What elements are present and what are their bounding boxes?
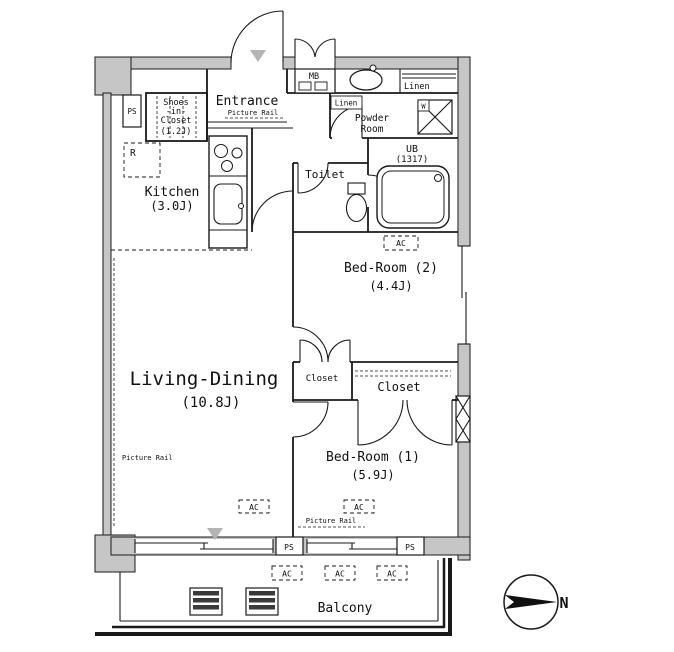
outer-walls	[94, 56, 471, 573]
ac-label: AC	[282, 570, 292, 579]
ac-label: AC	[387, 570, 397, 579]
unit-bath-size: (1317)	[396, 155, 429, 165]
ac-label: AC	[396, 239, 406, 248]
bedroom2-label: Bed-Room (2)	[344, 261, 438, 276]
hall-door-arc	[251, 190, 294, 233]
window-bedroom2-east	[458, 245, 470, 345]
shoes-closet-size: (1.2J)	[161, 127, 192, 137]
kitchen-label: Kitchen	[145, 185, 200, 200]
unit-bath-label: UB	[406, 144, 418, 155]
linen-upper-label: Linen	[404, 82, 430, 92]
bathtub-icon	[376, 165, 450, 229]
shoes-closet-label-2: -in-	[166, 107, 186, 117]
pipe-space-bottom-2: PS	[396, 536, 425, 556]
closet-small-doors	[299, 339, 351, 363]
kitchen-size: (3.0J)	[150, 199, 193, 213]
stove-icon	[214, 144, 243, 172]
ac-label: AC	[354, 503, 364, 512]
evacuation-hatch-1	[189, 587, 223, 616]
refrigerator-label: R	[130, 148, 136, 159]
picture-rail-label-living: Picture Rail	[122, 454, 173, 462]
entrance-label: Entrance	[216, 94, 279, 109]
meter-box-fixture	[294, 68, 336, 94]
window-living-balcony	[134, 539, 274, 553]
bedroom1-size: (5.9J)	[351, 468, 394, 482]
toilet-icon	[345, 182, 368, 223]
picture-rail-label-entrance: Picture Rail	[228, 109, 279, 117]
ac-label: AC	[249, 503, 259, 512]
room-labels: Entrance Shoes -in- Closet (1.2J) MB Lin…	[122, 72, 438, 616]
closet-small-label: Closet	[306, 374, 339, 384]
pipe-space-left: PS	[122, 94, 142, 128]
linen-lower-label: Linen	[335, 99, 358, 108]
kitchen-counter	[208, 135, 248, 249]
linen-shelf-upper	[402, 73, 456, 79]
ac-label: AC	[335, 570, 345, 579]
closet-large-doors	[357, 399, 453, 446]
pipe-space-bottom-1: PS	[275, 536, 304, 556]
ps-label: PS	[405, 543, 415, 552]
evacuation-hatch-2	[245, 587, 279, 616]
kitchen-sink-icon	[213, 183, 244, 225]
balcony-railing	[95, 558, 452, 636]
closet-large-pole	[355, 370, 451, 377]
shoes-closet-label-1: Shoes	[163, 98, 189, 108]
bedroom2-door-arc	[292, 326, 329, 363]
ps-label: PS	[127, 107, 137, 116]
ac-boxes: AC AC AC AC AC AC	[238, 235, 419, 581]
living-dining-label: Living-Dining	[130, 368, 279, 390]
window-bedroom1-balcony	[306, 539, 398, 553]
washer-label: W	[421, 103, 426, 111]
bedroom1-label: Bed-Room (1)	[326, 450, 420, 465]
ps-label: PS	[284, 543, 294, 552]
balcony-label: Balcony	[318, 601, 373, 616]
meter-box-doors	[294, 38, 336, 58]
direction-triangle-entrance	[250, 50, 266, 62]
toilet-door-arc	[297, 162, 329, 194]
shoes-closet-label-3: Closet	[161, 116, 192, 126]
meter-box-label: MB	[309, 72, 319, 82]
picture-rail-label-bedroom1: Picture Rail	[306, 517, 357, 525]
washer-pan-icon: W	[417, 99, 453, 135]
duct-shaft	[455, 395, 471, 443]
picture-rail-lines	[113, 117, 365, 528]
shoe-closet-shelves	[156, 96, 197, 138]
interior-walls	[145, 69, 458, 537]
compass-icon: N	[503, 574, 569, 630]
toilet-label: Toilet	[305, 168, 345, 181]
entrance-door-arc	[230, 10, 284, 64]
living-dining-size: (10.8J)	[181, 395, 240, 411]
bedroom1-door-arc	[292, 401, 329, 438]
powder-room-label-2: Room	[361, 124, 384, 135]
bedroom2-size: (4.4J)	[369, 279, 412, 293]
closet-large-label: Closet	[377, 380, 420, 394]
linen-shelf-lower	[330, 95, 363, 110]
direction-triangle-living	[207, 528, 223, 540]
vanity-sink-icon	[349, 64, 383, 91]
north-label: N	[559, 594, 568, 612]
refrigerator-space: R	[123, 142, 161, 178]
compass-needle	[505, 595, 557, 609]
powder-room-label-1: Powder	[355, 113, 390, 124]
